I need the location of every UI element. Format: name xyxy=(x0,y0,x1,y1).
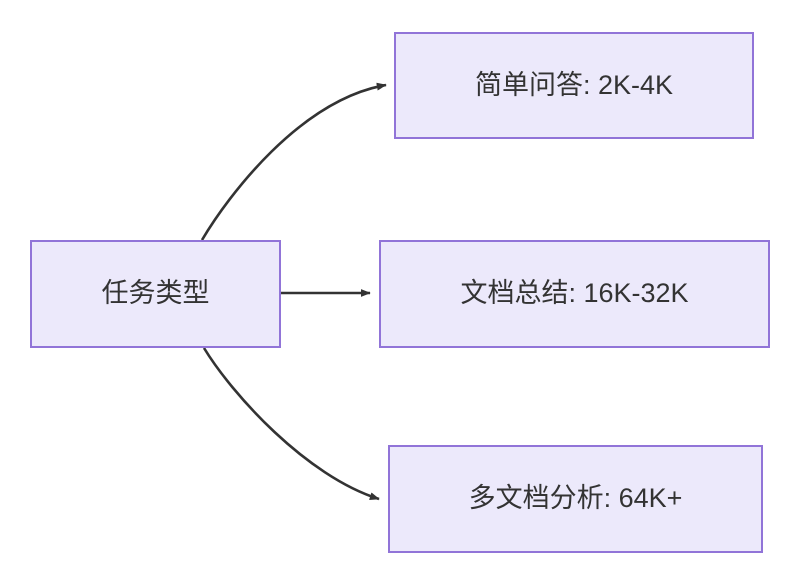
node-doc-summary[interactable]: 文档总结: 16K-32K xyxy=(379,240,770,348)
edge-source-to-simple-qa xyxy=(200,82,387,241)
node-doc-summary-label: 文档总结: 16K-32K xyxy=(460,278,689,309)
node-multi-doc-label: 多文档分析: 64K+ xyxy=(468,483,683,514)
node-simple-qa[interactable]: 简单问答: 2K-4K xyxy=(394,32,754,139)
node-simple-qa-label: 简单问答: 2K-4K xyxy=(474,69,674,100)
node-task-type-label: 任务类型 xyxy=(101,278,210,309)
node-task-type[interactable]: 任务类型 xyxy=(30,240,281,348)
node-multi-doc[interactable]: 多文档分析: 64K+ xyxy=(388,445,763,553)
edge-source-to-multi-doc xyxy=(202,347,380,501)
